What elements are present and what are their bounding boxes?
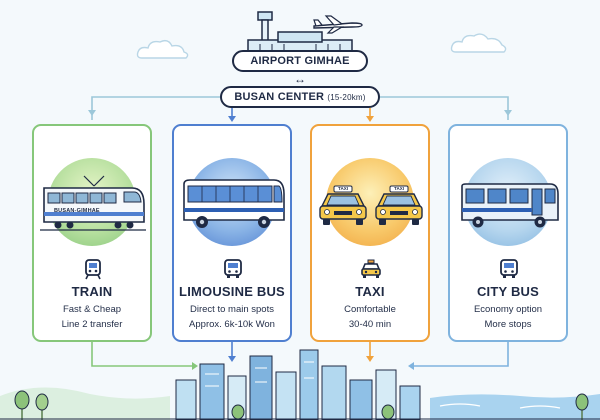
bidirectional-arrow-icon: ↔ <box>294 72 306 86</box>
option-detail-2: More stops <box>484 319 532 330</box>
option-title: LIMOUSINE BUS <box>179 284 285 299</box>
option-title: TRAIN <box>71 284 113 299</box>
taxi-sign-left: TAXI <box>338 186 348 191</box>
airport-label: AIRPORT GIMHAE <box>232 50 368 72</box>
busan-cityscape-illustration <box>0 349 600 420</box>
taxi-cars-illustration <box>319 185 423 225</box>
train-icon <box>85 259 101 280</box>
option-detail-1: Fast & Cheap <box>62 304 122 315</box>
option-title: TAXI <box>355 284 385 299</box>
option-detail-2: 30-40 min <box>348 319 392 330</box>
option-detail-1: Comfortable <box>344 304 396 315</box>
option-card-city-bus[interactable]: CITY BUS Economy option More stops <box>448 124 568 342</box>
train-illustration <box>40 175 146 231</box>
center-distance: (15-20km) <box>327 93 366 102</box>
cloud-right <box>450 33 507 53</box>
taxi-sign-right: TAXI <box>394 186 404 191</box>
option-card-limousine-bus[interactable]: LIMOUSINE BUS Direct to main spots Appro… <box>172 124 292 342</box>
option-card-train[interactable]: BUSAN-GIMHAE TRAIN Fast & Cheap Line 2 t… <box>32 124 152 342</box>
bus-icon <box>500 259 518 278</box>
airport-label-text: AIRPORT GIMHAE <box>250 55 350 67</box>
option-title: CITY BUS <box>476 284 540 299</box>
option-detail-2: Line 2 transfer <box>61 319 123 330</box>
taxi-icon <box>361 259 381 278</box>
option-detail-1: Economy option <box>473 304 543 315</box>
center-label-text: BUSAN CENTER <box>234 91 325 103</box>
option-detail-2: Approx. 6k-10k Won <box>189 319 275 330</box>
airplane-icon <box>313 15 363 34</box>
cloud-left <box>136 39 189 59</box>
train-side-label: BUSAN-GIMHAE <box>54 208 100 214</box>
limousine-bus-illustration <box>183 179 285 228</box>
option-card-taxi[interactable]: TAXI TAXI TAXI Comfortable 30-40 min <box>310 124 430 342</box>
bus-icon <box>224 259 242 278</box>
option-detail-1: Direct to main spots <box>190 304 274 315</box>
center-label: BUSAN CENTER (15-20km) <box>220 86 380 108</box>
city-bus-illustration <box>461 183 559 228</box>
